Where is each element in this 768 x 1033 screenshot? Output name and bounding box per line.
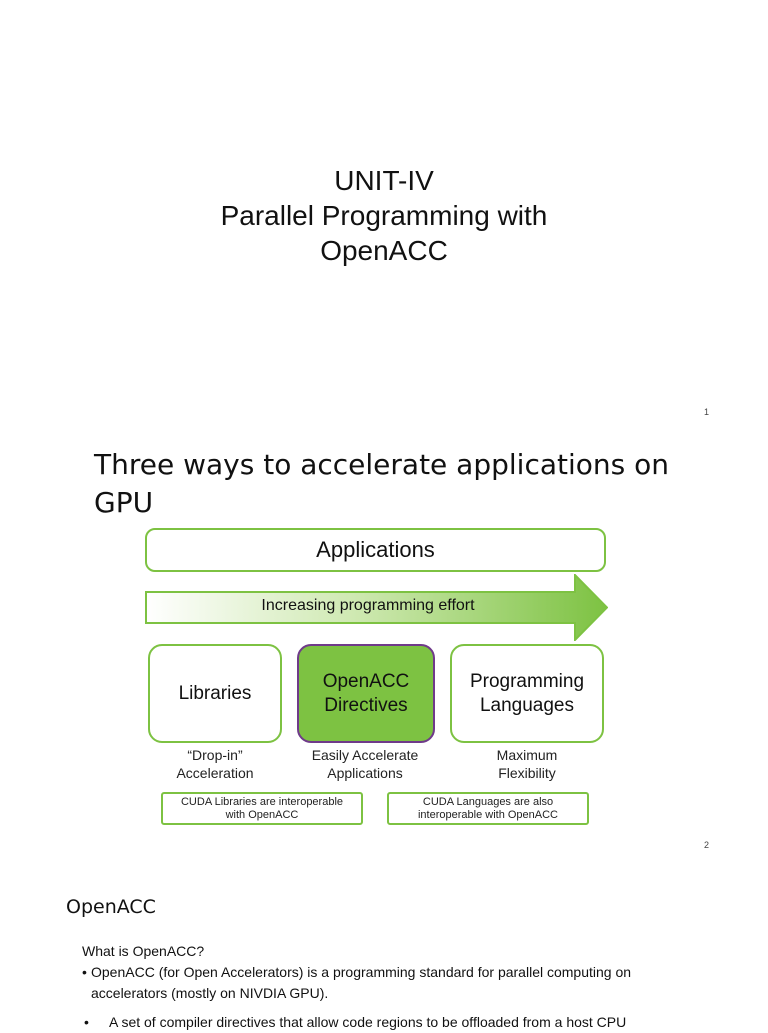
- slide1-title-line3: OpenACC: [320, 235, 448, 266]
- note2-line1: CUDA Languages are also: [422, 795, 554, 808]
- languages-caption-line2: Flexibility: [498, 765, 556, 781]
- programming-languages-box: Programming Languages: [450, 644, 604, 743]
- slide1-title-line1: UNIT-IV: [334, 165, 434, 196]
- arrow-label: Increasing programming effort: [261, 597, 475, 614]
- applications-label: Applications: [316, 537, 435, 562]
- languages-caption-line1: Maximum: [496, 747, 558, 763]
- libraries-caption: “Drop-in” Acceleration: [148, 746, 282, 782]
- slide1-title: UNIT-IV Parallel Programming with OpenAC…: [0, 163, 768, 268]
- bullet-text: A set of compiler directives that allow …: [109, 1014, 627, 1030]
- languages-label-line2: Languages: [479, 694, 575, 716]
- libraries-caption-line1: “Drop-in”: [187, 747, 243, 763]
- libraries-label: Libraries: [178, 682, 252, 704]
- cuda-libraries-note: CUDA Libraries are interoperable with Op…: [161, 792, 363, 825]
- applications-box: Applications: [145, 528, 606, 572]
- slide2-page-number: 2: [704, 840, 710, 850]
- slide1-title-line2: Parallel Programming with: [220, 200, 548, 231]
- libraries-box: Libraries: [148, 644, 282, 743]
- openacc-caption-line2: Applications: [327, 765, 403, 781]
- bullet-dot-icon: •: [84, 1014, 89, 1030]
- slide2-heading: Three ways to accelerate applications on…: [94, 448, 669, 519]
- slide3-body: What is OpenACC? • OpenACC (for Open Acc…: [82, 941, 702, 1033]
- note2-line2: interoperable with OpenACC: [417, 808, 559, 821]
- languages-caption: Maximum Flexibility: [450, 746, 604, 782]
- languages-label-line1: Programming: [469, 670, 585, 692]
- slide1-page-number: 1: [704, 407, 710, 417]
- bullet-text: OpenACC (for Open Accelerators) is a pro…: [91, 964, 632, 1001]
- libraries-caption-line2: Acceleration: [176, 765, 254, 781]
- cuda-languages-note: CUDA Languages are also interoperable wi…: [387, 792, 589, 825]
- slide3-heading: OpenACC: [66, 896, 156, 918]
- openacc-caption-line1: Easily Accelerate: [311, 747, 419, 763]
- openacc-caption: Easily Accelerate Applications: [290, 746, 440, 782]
- openacc-label-line2: Directives: [324, 694, 408, 716]
- bullet-item: • OpenACC (for Open Accelerators) is a p…: [82, 962, 702, 1004]
- note1-line2: with OpenACC: [225, 808, 299, 821]
- effort-arrow: [145, 574, 608, 641]
- bullet-dot-icon: •: [82, 964, 87, 980]
- openacc-directives-box: OpenACC Directives: [297, 644, 435, 743]
- bullet-item: • A set of compiler directives that allo…: [82, 1012, 702, 1033]
- openacc-question: What is OpenACC?: [82, 943, 205, 959]
- note1-line1: CUDA Libraries are interoperable: [180, 795, 344, 808]
- openacc-label-line1: OpenACC: [322, 670, 410, 692]
